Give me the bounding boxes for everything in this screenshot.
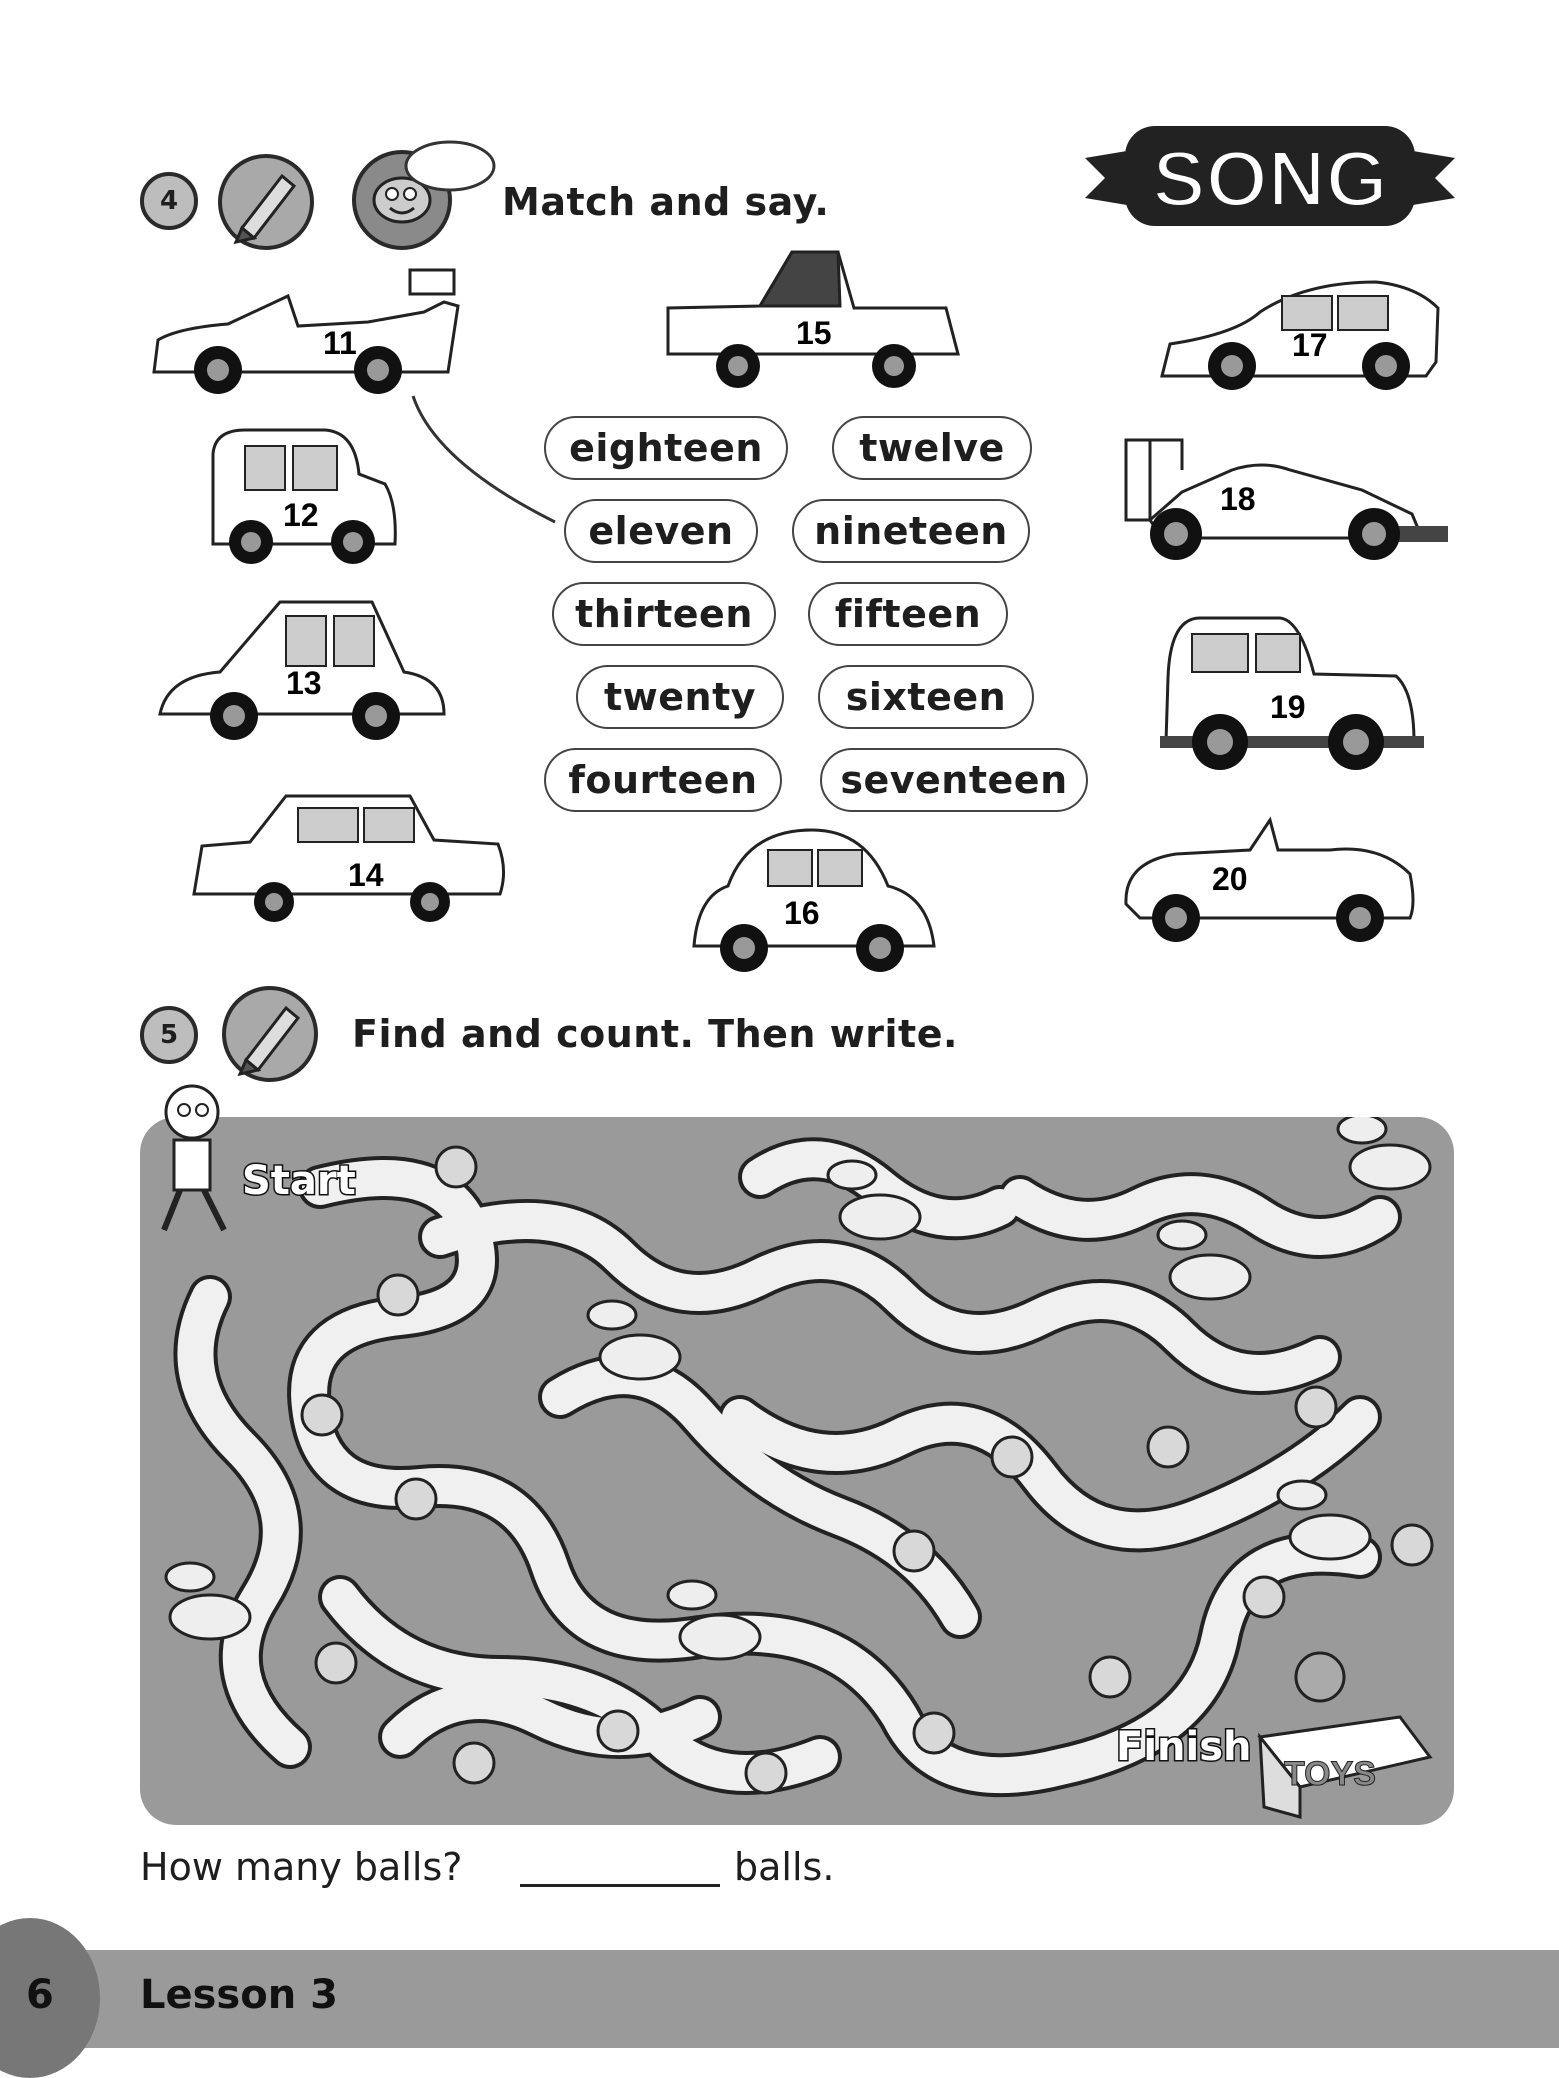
answer-blank[interactable]	[520, 1884, 720, 1887]
word-text: twelve	[859, 426, 1005, 470]
pencil-icon-graphic	[237, 1005, 301, 1077]
ball-icon	[300, 1393, 344, 1437]
word-text: seventeen	[840, 758, 1068, 802]
word-text: fourteen	[568, 758, 758, 802]
ball-icon	[912, 1711, 956, 1755]
ball-icon	[990, 1435, 1034, 1479]
song-badge: SONG	[1085, 126, 1455, 226]
answer-suffix: balls.	[734, 1845, 835, 1889]
word-pill[interactable]: fifteen	[808, 582, 1008, 646]
lesson-title: Lesson 3	[140, 1972, 338, 2018]
car-20: 20	[1124, 816, 1415, 942]
ball-icon	[434, 1145, 478, 1189]
maze: TOYS	[140, 1117, 1454, 1825]
example-match-line	[411, 395, 556, 524]
word-text: thirteen	[575, 592, 753, 636]
toy-box-icon	[1257, 1651, 1433, 1819]
car-17: 17	[1160, 280, 1440, 390]
snake-icon	[826, 1159, 922, 1241]
toys-label: TOYS	[1284, 1755, 1376, 1793]
word-pill[interactable]: sixteen	[818, 665, 1034, 729]
pencil-icon-graphic	[233, 173, 297, 245]
ball-icon	[744, 1751, 788, 1795]
car-16: 16	[692, 828, 936, 972]
snake-icon	[586, 1299, 682, 1381]
exercise-4-number-text: 4	[159, 186, 179, 216]
exercise-5-instruction: Find and count. Then write.	[352, 1012, 958, 1056]
child-character-icon	[161, 1084, 227, 1232]
car-number: 15	[796, 315, 832, 351]
snake-icon	[666, 1579, 762, 1661]
word-text: sixteen	[845, 675, 1007, 719]
car-12: 12	[211, 428, 397, 564]
car-number: 18	[1220, 481, 1256, 517]
car-15: 15	[666, 250, 960, 388]
car-number: 11	[323, 325, 357, 361]
maze-start-label: Start	[241, 1157, 358, 1206]
page-number: 6	[26, 1972, 54, 2018]
ball-icon	[1390, 1523, 1434, 1567]
pencil-icon	[218, 154, 314, 250]
word-pill[interactable]: eighteen	[544, 416, 788, 480]
word-text: eleven	[588, 509, 734, 553]
maze-finish-label: Finish	[1115, 1723, 1254, 1772]
word-text: fifteen	[834, 592, 982, 636]
footer-bar	[0, 1950, 1559, 2048]
car-11: 11	[152, 268, 460, 394]
snake-icon	[164, 1561, 252, 1641]
car-number: 17	[1292, 327, 1328, 363]
car-number: 13	[286, 665, 322, 701]
count-question: How many balls?	[140, 1845, 463, 1889]
ball-icon	[596, 1709, 640, 1753]
word-pill[interactable]: seventeen	[820, 748, 1088, 812]
car-19: 19	[1160, 616, 1424, 770]
word-pill[interactable]: fourteen	[544, 748, 782, 812]
car-number: 19	[1270, 689, 1306, 725]
car-18: 18	[1124, 438, 1448, 560]
snake-icon	[1336, 1117, 1432, 1191]
ball-icon	[394, 1477, 438, 1521]
ball-icon	[1242, 1575, 1286, 1619]
exercise-4-instruction: Match and say.	[502, 180, 830, 224]
exercise-5-number: 5	[140, 1006, 198, 1064]
word-pill[interactable]: nineteen	[792, 499, 1030, 563]
ball-icon	[314, 1641, 358, 1685]
ball-icon	[892, 1529, 936, 1573]
speech-bubble-icon	[404, 140, 496, 192]
word-pill[interactable]: twelve	[832, 416, 1032, 480]
ball-icon	[452, 1741, 496, 1785]
exercise-4-number: 4	[140, 172, 198, 230]
car-number: 16	[784, 895, 820, 931]
snake-icon	[1276, 1479, 1372, 1561]
pencil-icon	[222, 986, 318, 1082]
ball-icon	[1146, 1425, 1190, 1469]
word-pill[interactable]: eleven	[564, 499, 758, 563]
word-pill[interactable]: thirteen	[552, 582, 776, 646]
exercise-5-number-text: 5	[159, 1020, 179, 1050]
word-text: eighteen	[569, 426, 763, 470]
ball-icon	[1088, 1655, 1132, 1699]
car-number: 12	[283, 497, 319, 533]
word-pill[interactable]: twenty	[576, 665, 784, 729]
song-text: SONG	[1152, 134, 1388, 223]
character-face-icon	[372, 176, 432, 224]
car-number: 20	[1212, 861, 1248, 897]
car-13: 13	[158, 600, 446, 740]
ball-icon	[376, 1273, 420, 1317]
word-text: nineteen	[814, 509, 1008, 553]
car-14: 14	[192, 794, 505, 922]
ball-icon	[1294, 1385, 1338, 1429]
car-number: 14	[348, 857, 384, 893]
word-text: twenty	[603, 675, 757, 719]
maze-paths: TOYS	[164, 1117, 1434, 1819]
snake-icon	[1156, 1219, 1252, 1301]
